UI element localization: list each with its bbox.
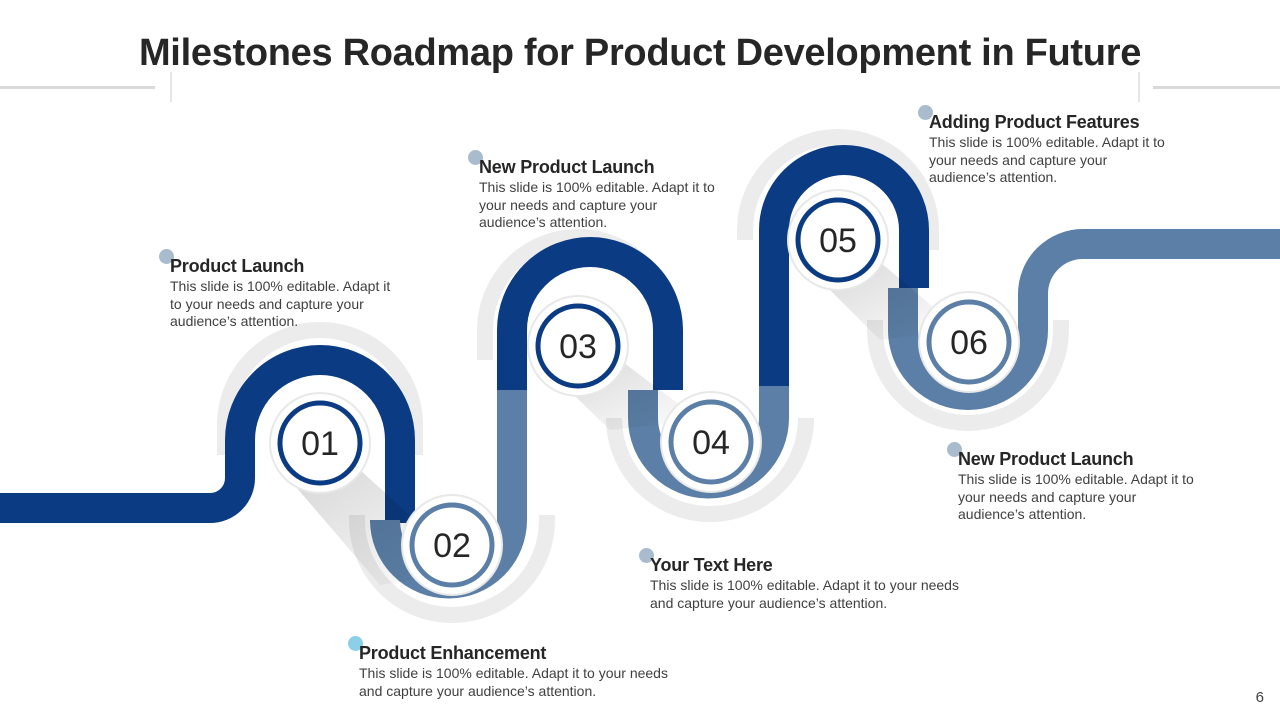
milestone-node-03: 03 [527,295,629,397]
milestone-label-05: Adding Product Features This slide is 10… [918,105,1169,187]
milestone-title: Your Text Here [650,555,773,575]
milestone-number-03: 03 [559,328,597,366]
road-dark-segments [0,145,929,523]
milestone-node-06: 06 [918,291,1020,393]
title-divider-right [1153,86,1280,89]
milestone-number-06: 06 [950,324,988,362]
milestone-title: New Product Launch [958,449,1134,469]
bullet-dot-icon [639,548,654,563]
title-tick-left [170,72,172,102]
milestone-label-01: Product Launch This slide is 100% editab… [159,249,400,331]
milestone-description: This slide is 100% editable. Adapt it to… [929,134,1165,185]
milestone-node-01: 01 [269,392,371,494]
title-divider-left [0,86,155,89]
milestone-description: This slide is 100% editable. Adapt it to… [650,577,959,611]
milestone-label-02: Product Enhancement This slide is 100% e… [348,636,669,700]
milestone-number-02: 02 [433,527,471,565]
milestone-number-01: 01 [301,425,339,463]
milestone-description: This slide is 100% editable. Adapt it to… [958,471,1194,522]
milestone-title: Adding Product Features [929,112,1140,132]
milestone-node-02: 02 [401,494,503,596]
milestone-title: New Product Launch [479,157,655,177]
title-tick-right [1138,72,1140,102]
bullet-dot-icon [468,150,483,165]
bullet-dot-icon [348,636,363,651]
milestone-node-04: 04 [660,391,762,493]
milestone-number-05: 05 [819,222,857,260]
milestone-description: This slide is 100% editable. Adapt it to… [170,278,391,329]
bullet-dot-icon [159,249,174,264]
milestone-title: Product Enhancement [359,643,547,663]
milestone-description: This slide is 100% editable. Adapt it to… [359,665,668,699]
bullet-dot-icon [918,105,933,120]
milestone-node-05: 05 [787,189,889,291]
milestone-label-06: New Product Launch This slide is 100% ed… [947,442,1198,524]
milestone-label-03: New Product Launch This slide is 100% ed… [468,150,719,232]
milestone-number-04: 04 [692,424,730,462]
page-title: Milestones Roadmap for Product Developme… [138,32,1142,74]
bullet-dot-icon [947,442,962,457]
milestone-title: Product Launch [170,256,305,276]
milestone-description: This slide is 100% editable. Adapt it to… [479,179,715,230]
milestone-label-04: Your Text Here This slide is 100% editab… [639,548,960,612]
page-number: 6 [1255,689,1264,706]
